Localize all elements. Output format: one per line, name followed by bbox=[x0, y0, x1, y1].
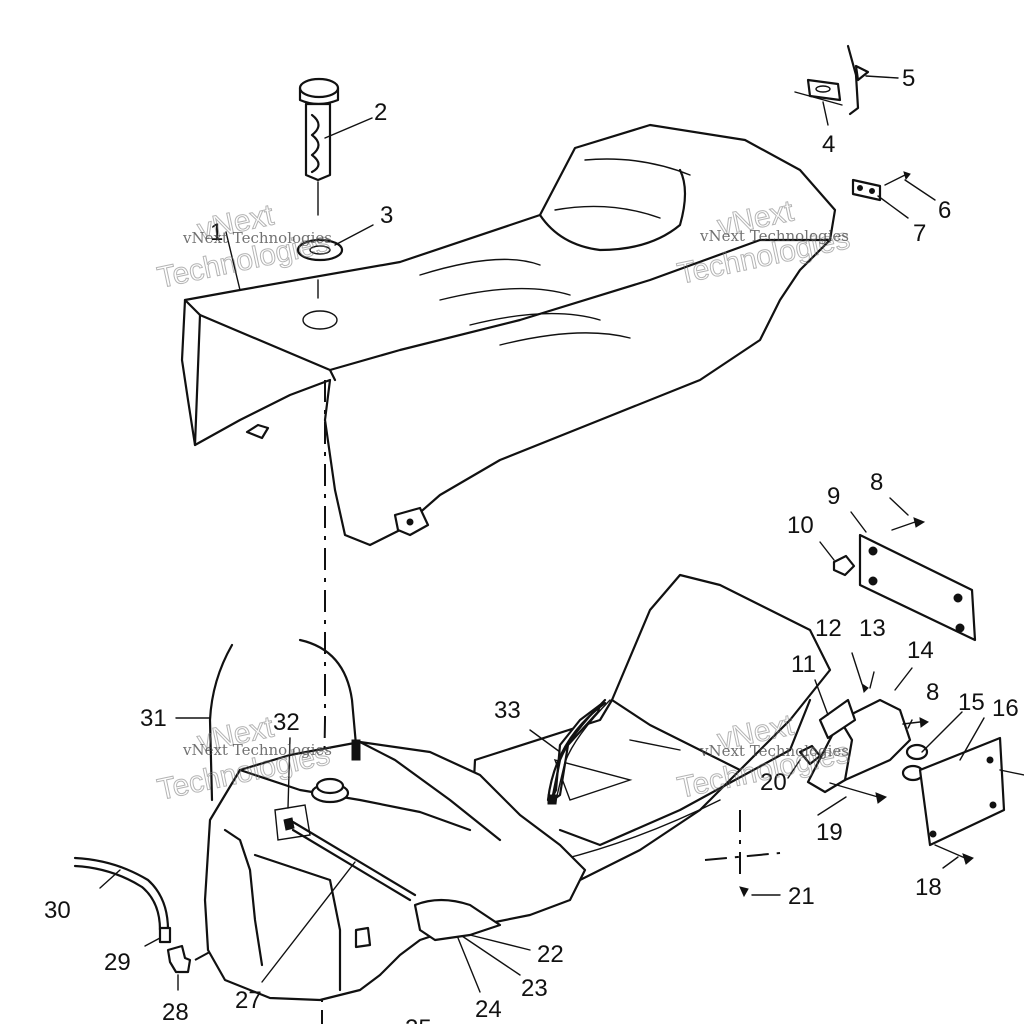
callout-2: 2 bbox=[374, 99, 387, 126]
alignment-line-bracket bbox=[704, 852, 781, 861]
callout-33: 33 bbox=[494, 697, 521, 724]
callout-32: 32 bbox=[273, 709, 300, 736]
callout-24: 24 bbox=[475, 996, 502, 1023]
callout-19: 19 bbox=[816, 819, 843, 846]
callout-31: 31 bbox=[140, 705, 167, 732]
watermark-company-2: vNext Technologies bbox=[699, 227, 849, 245]
callout-14: 14 bbox=[907, 637, 934, 664]
callout-8-hitch: 8 bbox=[926, 679, 939, 706]
callout-1: 1 bbox=[210, 219, 223, 246]
fuel-line bbox=[73, 856, 192, 974]
callout-30: 30 bbox=[44, 897, 71, 924]
watermark-company-3: vNext Technologies bbox=[182, 741, 332, 759]
callout-8-plate: 8 bbox=[870, 469, 883, 496]
seat bbox=[180, 123, 837, 547]
callout-6: 6 bbox=[938, 197, 951, 224]
fuel-tank bbox=[203, 740, 587, 1002]
callout-9: 9 bbox=[827, 483, 840, 510]
callout-25: 25 bbox=[405, 1015, 432, 1024]
watermark-company-4: vNext Technologies bbox=[699, 742, 849, 760]
callout-27: 27 bbox=[235, 987, 262, 1014]
callout-5: 5 bbox=[902, 65, 915, 92]
tank-filler-cap bbox=[310, 777, 350, 804]
plate-bracket bbox=[832, 517, 977, 642]
callout-13: 13 bbox=[859, 615, 886, 642]
watermark-company-1: vNext Technologies bbox=[182, 229, 332, 247]
gasket bbox=[296, 238, 344, 262]
callout-23: 23 bbox=[521, 975, 548, 1002]
callout-11: 11 bbox=[791, 651, 816, 678]
leader-lines bbox=[99, 75, 985, 993]
callout-16: 16 bbox=[992, 695, 1019, 722]
callout-4: 4 bbox=[822, 131, 835, 158]
callout-10: 10 bbox=[787, 512, 814, 539]
gas-cap bbox=[298, 77, 340, 299]
callout-21: 21 bbox=[788, 883, 815, 910]
callout-3: 3 bbox=[380, 202, 393, 229]
callout-20: 20 bbox=[760, 769, 787, 796]
callout-15: 15 bbox=[958, 689, 985, 716]
callout-12: 12 bbox=[815, 615, 842, 642]
callout-7: 7 bbox=[913, 220, 926, 247]
callout-18: 18 bbox=[915, 874, 942, 901]
callout-22: 22 bbox=[537, 941, 564, 968]
rear-bracket-hardware bbox=[794, 44, 911, 202]
callout-29: 29 bbox=[104, 949, 131, 976]
hitch-assembly bbox=[739, 682, 1024, 898]
callout-28: 28 bbox=[162, 999, 189, 1024]
vent-hoses bbox=[208, 638, 611, 805]
callout-labels: 1 2 3 4 5 6 7 8 9 10 11 12 13 14 8 15 16… bbox=[44, 65, 1019, 1024]
